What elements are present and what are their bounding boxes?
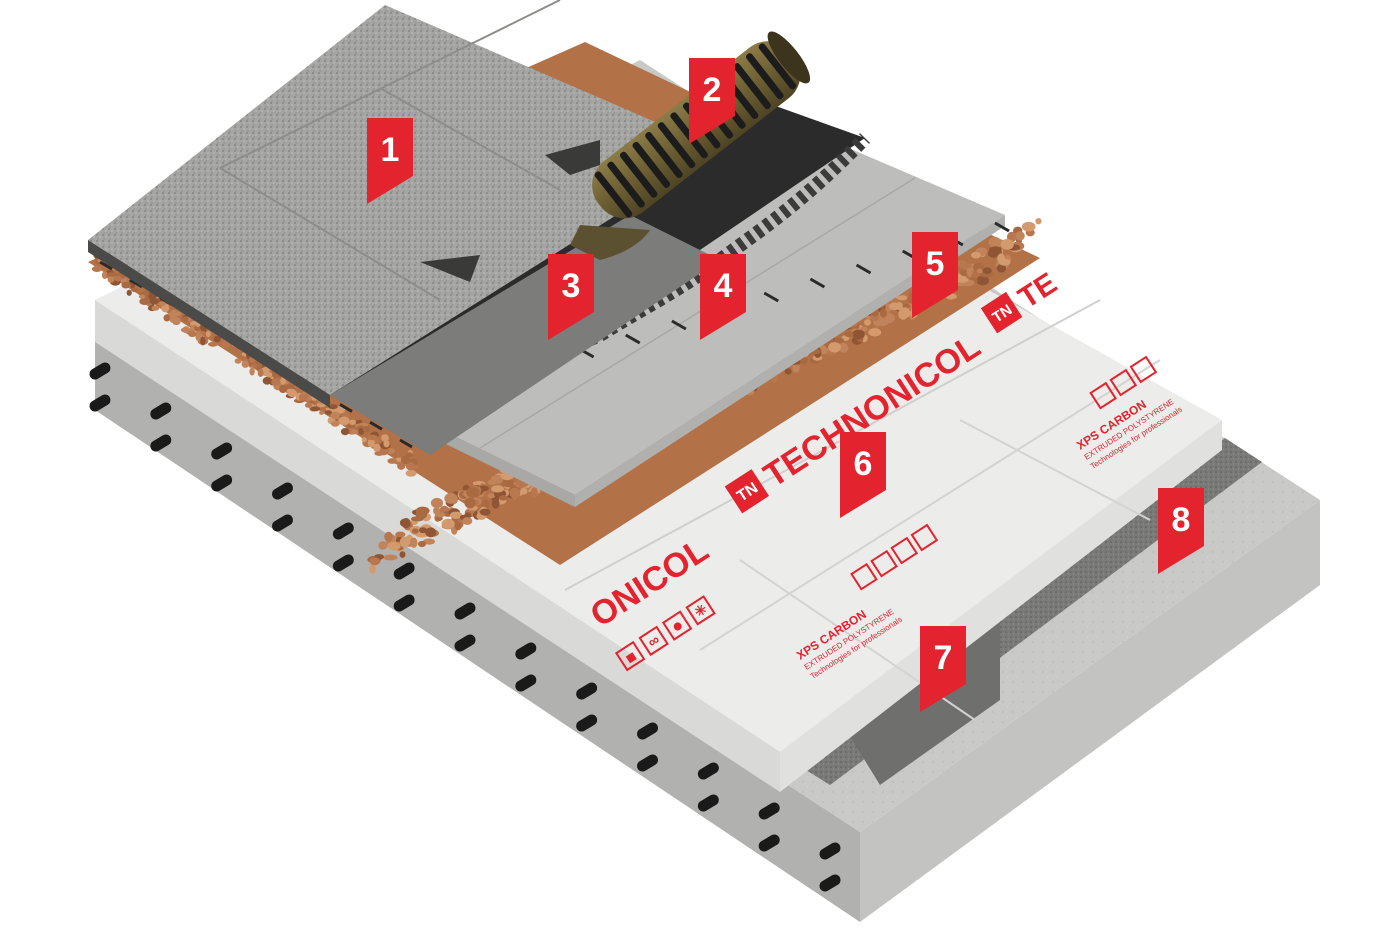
bitumen-shingles-layer [88,0,720,455]
drop-icon [661,610,693,641]
infinity-icon [870,549,898,578]
layer-marker-1: 1 [367,118,413,204]
svg-text:5: 5 [926,245,945,283]
lock-icon [614,640,646,672]
tn-logo-icon: TN [980,291,1023,334]
layer-marker-2: 2 [689,58,735,144]
svg-text:6: 6 [854,445,873,483]
lock-icon [850,562,878,591]
svg-text:1: 1 [381,131,400,169]
svg-text:4: 4 [714,267,733,305]
svg-text:7: 7 [934,639,953,677]
layer-marker-7: 7 [920,626,966,712]
layer-marker-4: 4 [700,254,746,340]
rebar-stubs [89,362,841,892]
drop-icon [890,536,919,565]
layer-marker-6: 6 [840,432,886,518]
svg-text:8: 8 [1172,501,1191,539]
tn-logo-icon: TN [724,469,770,514]
layer-marker-3: 3 [548,254,594,340]
layer-marker-8: 8 [1158,488,1204,574]
layer-markers: 1 2 3 4 5 6 7 8 [367,58,1204,712]
svg-text:3: 3 [562,267,581,305]
layer-marker-5: 5 [912,232,958,318]
svg-text:2: 2 [703,71,722,109]
snowflake-icon [910,523,939,552]
